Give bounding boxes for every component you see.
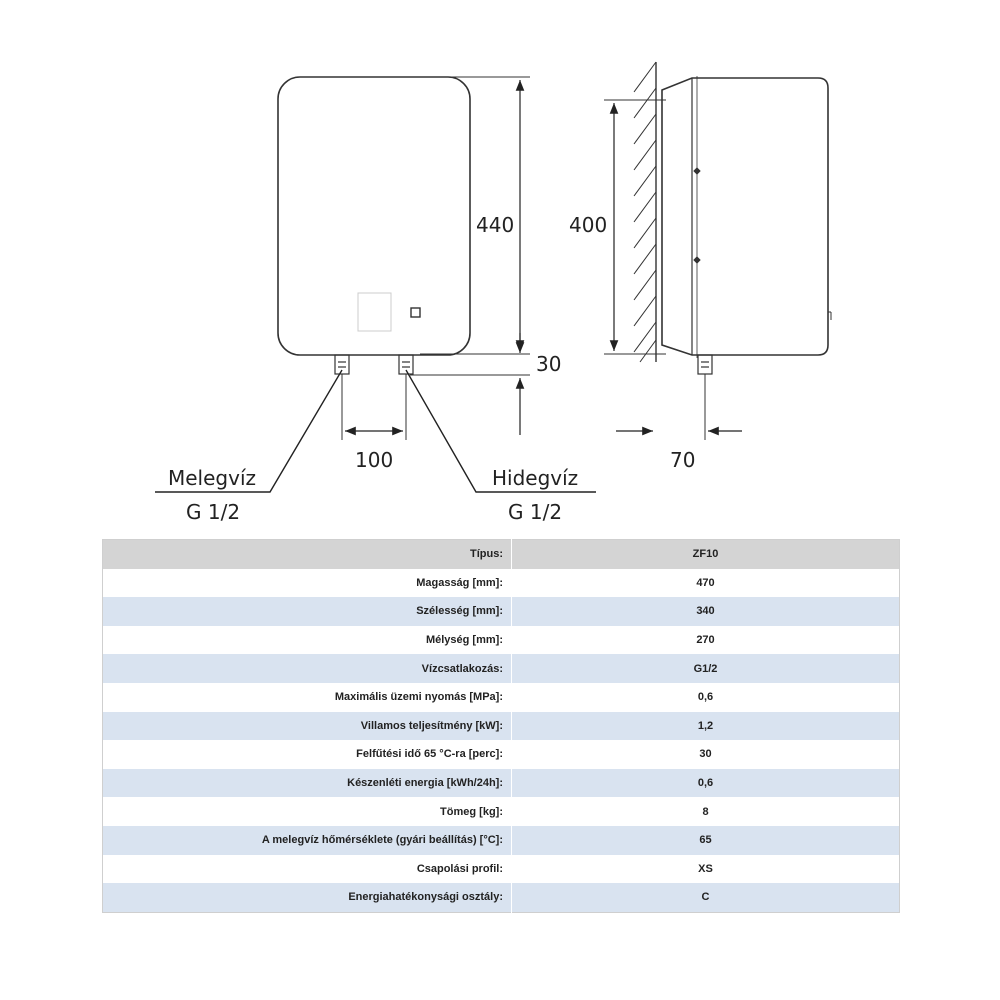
table-row: A melegvíz hőmérséklete (gyári beállítás… (102, 825, 900, 855)
row-key: Magasság [mm]: (102, 568, 512, 598)
row-value: 1,2 (511, 711, 900, 741)
header-key: Típus: (102, 539, 512, 569)
row-value: 30 (511, 740, 900, 769)
row-key: Készenléti energia [kWh/24h]: (102, 768, 512, 798)
side-height-dimension-value: 400 (569, 213, 607, 237)
row-value: 0,6 (511, 768, 900, 798)
row-key: Vízcsatlakozás: (102, 654, 512, 683)
row-value: 270 (511, 625, 900, 655)
spec-table: Típus: ZF10 Magasság [mm]: 470 Szélesség… (102, 539, 900, 913)
control-panel (357, 292, 392, 332)
row-value: C (511, 883, 900, 913)
row-key: Felfűtési idő 65 °C-ra [perc]: (102, 740, 512, 769)
front-view (155, 76, 596, 493)
side-view (604, 61, 832, 440)
pipe-dimension-value: 30 (536, 352, 561, 376)
row-value: 340 (511, 597, 900, 626)
row-key: Mélység [mm]: (102, 625, 512, 655)
table-row: Magasság [mm]: 470 (102, 568, 900, 598)
row-key: Tömeg [kg]: (102, 797, 512, 826)
technical-drawing: 440 30 100 Melegvíz G 1/2 Hidegvíz G 1/2 (155, 61, 832, 524)
row-value: XS (511, 854, 900, 884)
hot-leader-line (155, 369, 343, 493)
row-key: Csapolási profil: (102, 854, 512, 884)
table-row: Mélység [mm]: 270 (102, 625, 900, 655)
table-row: Villamos teljesítmény [kW]: 1,2 (102, 711, 900, 741)
table-row: Vízcsatlakozás: G1/2 (102, 654, 900, 683)
header-value: ZF10 (511, 539, 900, 569)
hot-water-label: Melegvíz (168, 466, 256, 490)
depth-dimension-value: 70 (670, 448, 695, 472)
table-row: Maximális üzemi nyomás [MPa]: 0,6 (102, 682, 900, 712)
table-row: Szélesség [mm]: 340 (102, 597, 900, 626)
table-row: Csapolási profil: XS (102, 854, 900, 884)
table-row: Felfűtési idő 65 °C-ra [perc]: 30 (102, 740, 900, 769)
row-value: 0,6 (511, 682, 900, 712)
row-key: Energiahatékonysági osztály: (102, 883, 512, 913)
cold-water-thread: G 1/2 (508, 500, 562, 524)
row-key: A melegvíz hőmérséklete (gyári beállítás… (102, 825, 512, 855)
row-value: G1/2 (511, 654, 900, 683)
row-value: 8 (511, 797, 900, 826)
table-header-row: Típus: ZF10 (102, 539, 900, 569)
row-value: 65 (511, 825, 900, 855)
spacing-dimension-value: 100 (355, 448, 393, 472)
wall-hatching (633, 61, 657, 363)
cold-water-label: Hidegvíz (492, 466, 578, 490)
hot-water-thread: G 1/2 (186, 500, 240, 524)
heater-body-front (277, 76, 471, 356)
cold-leader-line (405, 369, 596, 493)
row-key: Szélesség [mm]: (102, 597, 512, 626)
heater-body-side (661, 77, 829, 356)
table-row: Energiahatékonysági osztály: C (102, 883, 900, 913)
table-row: Készenléti energia [kWh/24h]: 0,6 (102, 768, 900, 798)
row-key: Maximális üzemi nyomás [MPa]: (102, 682, 512, 712)
row-value: 470 (511, 568, 900, 598)
side-pipe (697, 354, 713, 375)
table-row: Tömeg [kg]: 8 (102, 797, 900, 826)
row-key: Villamos teljesítmény [kW]: (102, 711, 512, 741)
height-dimension-value: 440 (476, 213, 514, 237)
indicator-light (410, 307, 421, 318)
